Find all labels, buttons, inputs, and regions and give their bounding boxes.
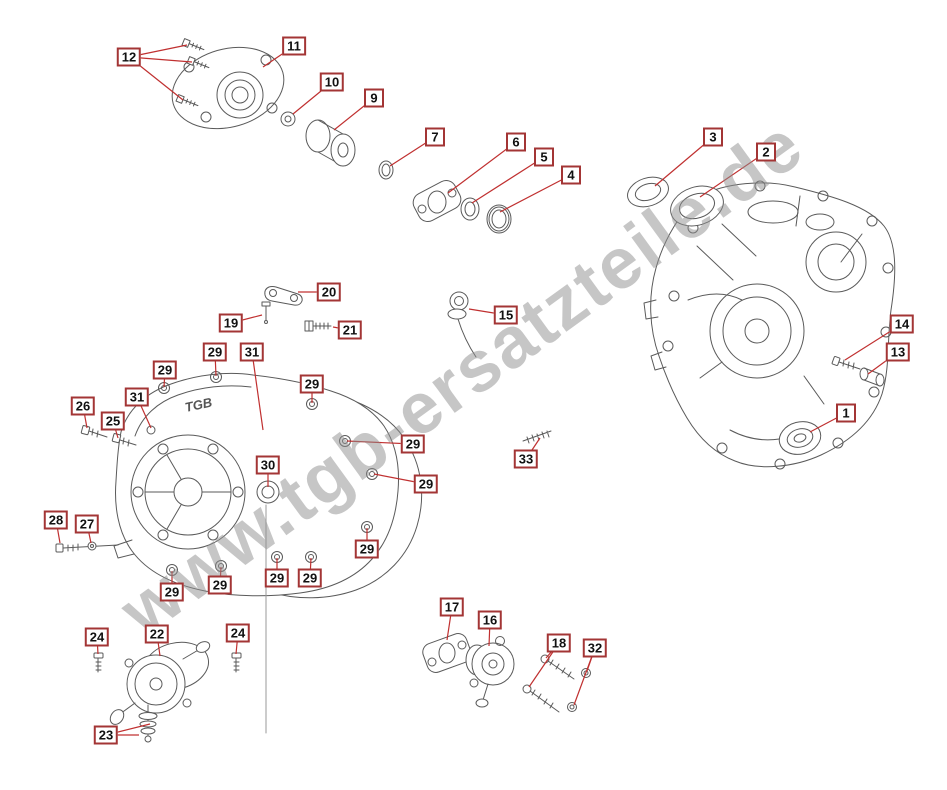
callout-11: 11 — [282, 36, 306, 56]
callout-6: 6 — [506, 132, 526, 152]
bolts-18 — [522, 654, 575, 713]
callout-21: 21 — [337, 320, 363, 340]
leader-line-4 — [499, 174, 572, 213]
callout-33: 33 — [513, 449, 539, 469]
bushing-9 — [305, 119, 356, 167]
callout-15: 15 — [493, 305, 519, 325]
callout-29: 29 — [297, 568, 323, 588]
crankcase-half — [643, 180, 896, 470]
callout-29: 29 — [413, 474, 439, 494]
water-pump-22 — [109, 641, 211, 725]
callout-19: 19 — [218, 313, 244, 333]
callout-29: 29 — [202, 342, 228, 362]
oil-pump-gasket-17 — [422, 633, 472, 673]
oil-seal-2 — [670, 185, 724, 227]
bolt-14 — [831, 355, 861, 370]
callout-31: 31 — [124, 387, 150, 407]
leader-line-5 — [471, 156, 545, 204]
callout-29: 29 — [159, 582, 185, 602]
flange-plate-6 — [412, 179, 462, 223]
callout-29: 29 — [354, 539, 380, 559]
seal-ring-4 — [486, 204, 512, 234]
callout-12: 12 — [116, 47, 142, 67]
callout-10: 10 — [319, 72, 345, 92]
callout-7: 7 — [425, 127, 445, 147]
callout-24: 24 — [84, 627, 110, 647]
callout-29: 29 — [152, 360, 178, 380]
callout-28: 28 — [43, 510, 69, 530]
callout-20: 20 — [316, 282, 342, 302]
seal-ring-3 — [627, 176, 669, 208]
callout-32: 32 — [582, 638, 608, 658]
bearing-retainer-11 — [171, 46, 285, 130]
leader-line-31 — [251, 351, 264, 431]
o-ring-5 — [460, 197, 480, 221]
callout-26: 26 — [70, 396, 96, 416]
stud-33 — [522, 430, 552, 444]
washer-27 — [87, 541, 97, 551]
callout-9: 9 — [364, 88, 384, 108]
callout-23: 23 — [93, 725, 119, 745]
callout-5: 5 — [534, 147, 554, 167]
callout-17: 17 — [439, 597, 465, 617]
callout-3: 3 — [703, 127, 723, 147]
bolts-12 — [175, 38, 210, 107]
pin-19 — [261, 301, 271, 324]
leader-line-6 — [447, 141, 517, 194]
oil-pump-16 — [465, 636, 515, 708]
callout-14: 14 — [889, 314, 915, 334]
callout-2: 2 — [756, 142, 776, 162]
leader-line-2 — [699, 151, 767, 198]
bolt-21 — [304, 320, 332, 332]
bolts-24 — [93, 652, 242, 673]
callout-22: 22 — [144, 624, 170, 644]
callout-16: 16 — [477, 610, 503, 630]
callout-24: 24 — [225, 623, 251, 643]
bracket-20 — [264, 286, 303, 306]
callout-29: 29 — [264, 568, 290, 588]
crankcase-cover: TGB — [113, 371, 399, 597]
callout-29: 29 — [299, 374, 325, 394]
tgb-logo: TGB — [184, 395, 214, 415]
callout-29: 29 — [207, 575, 233, 595]
callout-4: 4 — [561, 165, 581, 185]
callout-1: 1 — [836, 403, 856, 423]
callout-31: 31 — [239, 342, 265, 362]
dipstick-15 — [447, 291, 477, 358]
callout-29: 29 — [400, 434, 426, 454]
washer-10 — [280, 111, 296, 127]
callout-13: 13 — [885, 342, 911, 362]
callout-30: 30 — [255, 455, 281, 475]
bearing-1 — [778, 421, 822, 455]
callout-27: 27 — [74, 514, 100, 534]
o-ring-7 — [378, 160, 394, 180]
leader-line-32 — [573, 647, 596, 706]
callout-25: 25 — [100, 411, 126, 431]
callout-18: 18 — [546, 633, 572, 653]
